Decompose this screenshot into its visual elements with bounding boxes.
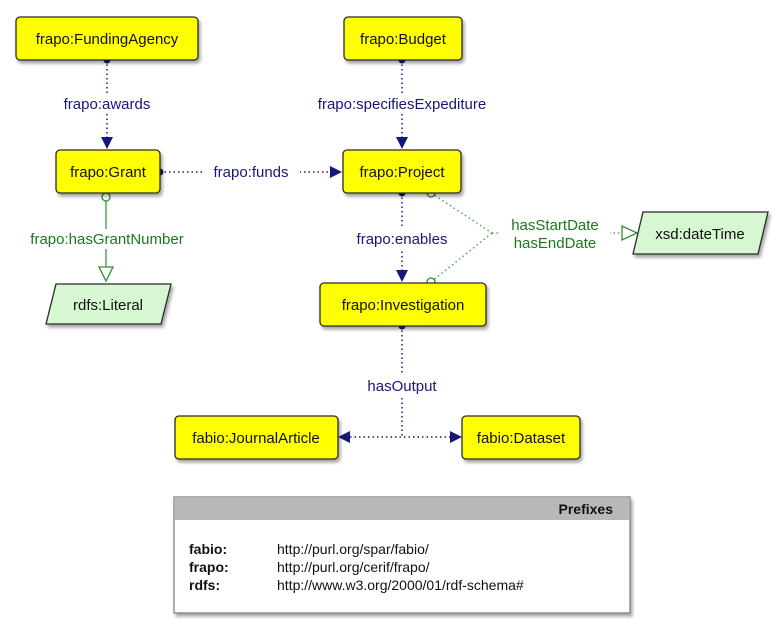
node-xsd-datetime[interactable]: xsd:dateTime	[632, 211, 769, 255]
node-grant-label: frapo:Grant	[70, 164, 147, 181]
label-has-end-date: hasEndDate	[514, 235, 597, 252]
node-dataset-label: fabio:Dataset	[477, 430, 566, 447]
node-project-label: frapo:Project	[359, 164, 445, 181]
node-funding-agency-label: frapo:FundingAgency	[36, 31, 179, 48]
label-funds: frapo:funds	[213, 164, 288, 181]
node-rdfs-literal[interactable]: rdfs:Literal	[45, 283, 172, 325]
node-investigation-label: frapo:Investigation	[342, 297, 465, 314]
node-rdfs-literal-label: rdfs:Literal	[73, 297, 143, 314]
prefix-uri-frapo: http://purl.org/cerif/frapo/	[277, 559, 430, 575]
node-grant[interactable]: frapo:Grant	[55, 149, 161, 194]
node-investigation[interactable]: frapo:Investigation	[319, 282, 487, 327]
edge-has-grant-number	[97, 192, 115, 283]
node-dataset[interactable]: fabio:Dataset	[461, 415, 581, 460]
prefix-uri-fabio: http://purl.org/spar/fabio/	[277, 541, 429, 557]
label-has-output: hasOutput	[367, 378, 437, 395]
node-xsd-datetime-label: xsd:dateTime	[655, 226, 744, 243]
prefix-key-fabio: fabio:	[189, 541, 227, 557]
label-awards: frapo:awards	[64, 96, 151, 113]
node-budget-label: frapo:Budget	[360, 31, 447, 48]
prefix-uri-rdfs: http://www.w3.org/2000/01/rdf-schema#	[277, 577, 524, 593]
label-has-grant-number: frapo:hasGrantNumber	[30, 231, 183, 248]
prefix-key-rdfs: rdfs:	[189, 577, 220, 593]
node-journal-article[interactable]: fabio:JournalArticle	[174, 415, 339, 460]
node-project[interactable]: frapo:Project	[342, 149, 462, 194]
node-budget[interactable]: frapo:Budget	[343, 16, 463, 61]
node-funding-agency[interactable]: frapo:FundingAgency	[15, 16, 199, 61]
label-has-start-date: hasStartDate	[511, 217, 599, 234]
label-enables: frapo:enables	[357, 231, 448, 248]
prefixes-title: Prefixes	[559, 501, 614, 517]
label-specifies-expediture: frapo:specifiesExpediture	[318, 96, 486, 113]
node-journal-article-label: fabio:JournalArticle	[192, 430, 320, 447]
prefixes-panel: Prefixes fabio: http://purl.org/spar/fab…	[173, 496, 631, 614]
prefix-key-frapo: frapo:	[189, 559, 229, 575]
